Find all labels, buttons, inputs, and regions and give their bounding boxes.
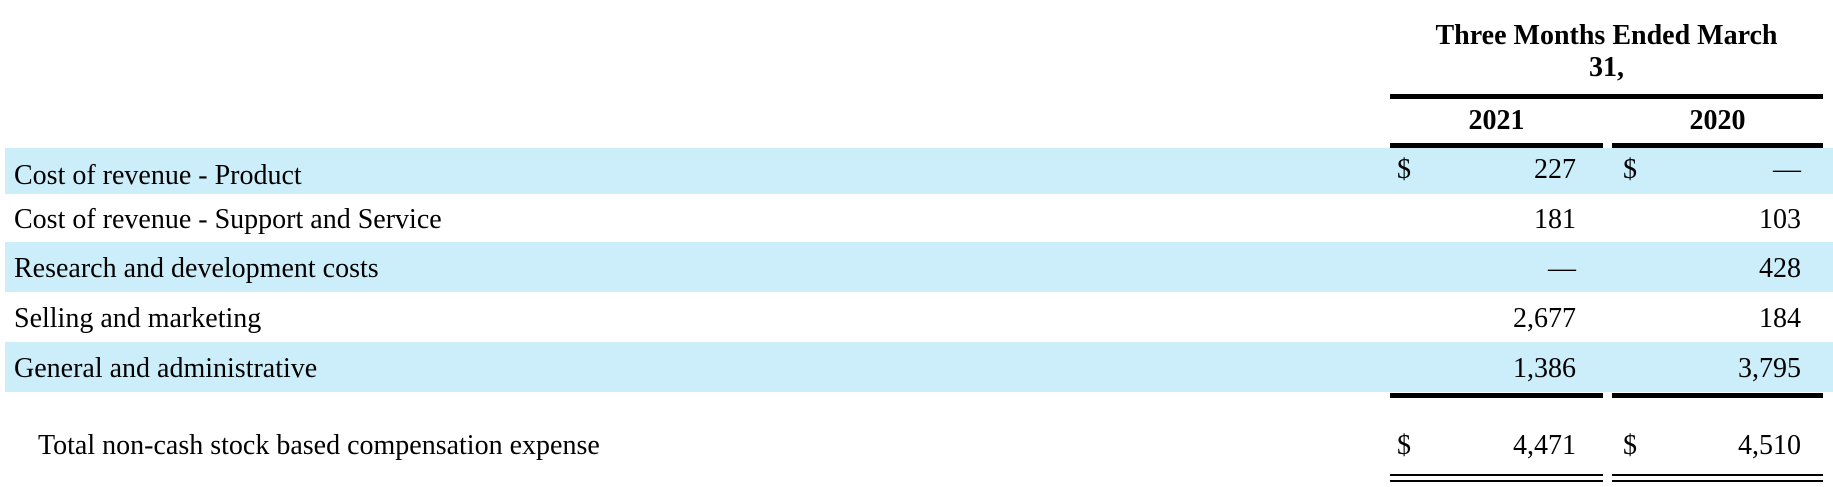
total-value-2021: 4,471: [1513, 430, 1576, 461]
period-header-line2: 31,: [1589, 52, 1624, 83]
period-header-rule: [1390, 94, 1823, 99]
row-value-2021: 1,386: [1513, 353, 1576, 384]
row-dollar-2021: $: [1397, 154, 1411, 185]
subtotal-rule-2020: [1612, 393, 1823, 398]
total-double-rule-2021-bottom: [1390, 480, 1603, 482]
total-double-rule-2020-bottom: [1612, 480, 1823, 482]
row-value-2021: 181: [1534, 204, 1576, 235]
column-header-2021: 2021: [1468, 105, 1525, 136]
row-label-cost-of-revenue-product: Cost of revenue - Product: [14, 160, 302, 191]
row-band-1: [5, 148, 1833, 194]
total-dollar-2021: $: [1397, 430, 1411, 461]
row-label-cost-of-revenue-support: Cost of revenue - Support and Service: [14, 204, 442, 235]
row-value-2020: 428: [1759, 253, 1801, 284]
period-header: Three Months Ended March 31,: [1390, 20, 1823, 84]
row-band-5: [5, 342, 1833, 392]
row-value-2021: —: [1548, 253, 1576, 284]
subtotal-rule-2021: [1390, 393, 1603, 398]
row-value-2020: 184: [1759, 303, 1801, 334]
row-label-research-and-development: Research and development costs: [14, 253, 379, 284]
total-dollar-2020: $: [1623, 430, 1637, 461]
row-label-general-and-administrative: General and administrative: [14, 353, 318, 384]
column-header-rule-2021: [1390, 143, 1603, 148]
row-value-2020: 3,795: [1738, 353, 1801, 384]
total-double-rule-2021-top: [1390, 474, 1603, 476]
row-dollar-2020: $: [1623, 154, 1637, 185]
column-header-2020: 2020: [1689, 105, 1746, 136]
row-value-2020: 103: [1759, 204, 1801, 235]
row-label-selling-and-marketing: Selling and marketing: [14, 303, 262, 334]
row-value-2021: 227: [1534, 154, 1576, 185]
total-label: Total non-cash stock based compensation …: [38, 430, 600, 461]
row-value-2021: 2,677: [1513, 303, 1576, 334]
total-value-2020: 4,510: [1738, 430, 1801, 461]
column-header-rule-2020: [1612, 143, 1823, 148]
period-header-line1: Three Months Ended March: [1435, 20, 1778, 51]
row-value-2020: —: [1773, 154, 1801, 185]
row-band-3: [5, 242, 1833, 292]
total-double-rule-2020-top: [1612, 474, 1823, 476]
